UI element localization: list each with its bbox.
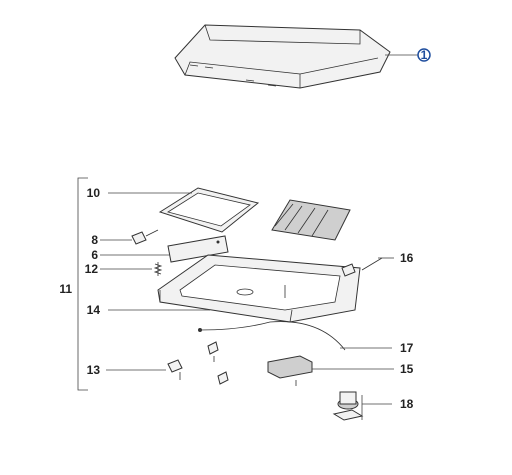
dome-clip-marks [189, 64, 277, 87]
callout-1-circle [417, 48, 431, 62]
part-13-clips [167, 341, 229, 385]
callout-8-label: 8 [91, 233, 98, 247]
part-18-knob [332, 391, 364, 421]
leader-18 [361, 395, 392, 420]
callout-12-label: 12 [85, 262, 99, 276]
callout-18-label: 18 [400, 397, 414, 411]
part-10-frame [158, 187, 260, 233]
callout-11-label: 14 [87, 303, 101, 317]
part-8-hinge [131, 229, 159, 245]
callout-6-label: 6 [91, 248, 98, 262]
callout-17-label: 17 [400, 341, 414, 355]
callout-13-label: 13 [87, 363, 101, 377]
part-17-cable [198, 321, 346, 351]
part-15-switch-box [267, 355, 313, 386]
part-12-spring [153, 262, 163, 276]
callout-16-label: 16 [400, 251, 414, 265]
part-1-dome-cover [174, 24, 391, 89]
callout-10-label: 10 [87, 186, 101, 200]
bracket-14 [77, 177, 88, 391]
part-11-base-frame [157, 254, 361, 323]
part-6-bracket [167, 235, 229, 263]
callout-1-label: 1 [421, 48, 428, 62]
part-blind-screen [271, 199, 351, 241]
callout-15-label: 15 [400, 362, 414, 376]
callout-14-label: 11 [59, 282, 72, 296]
part-16-rod [341, 257, 383, 277]
